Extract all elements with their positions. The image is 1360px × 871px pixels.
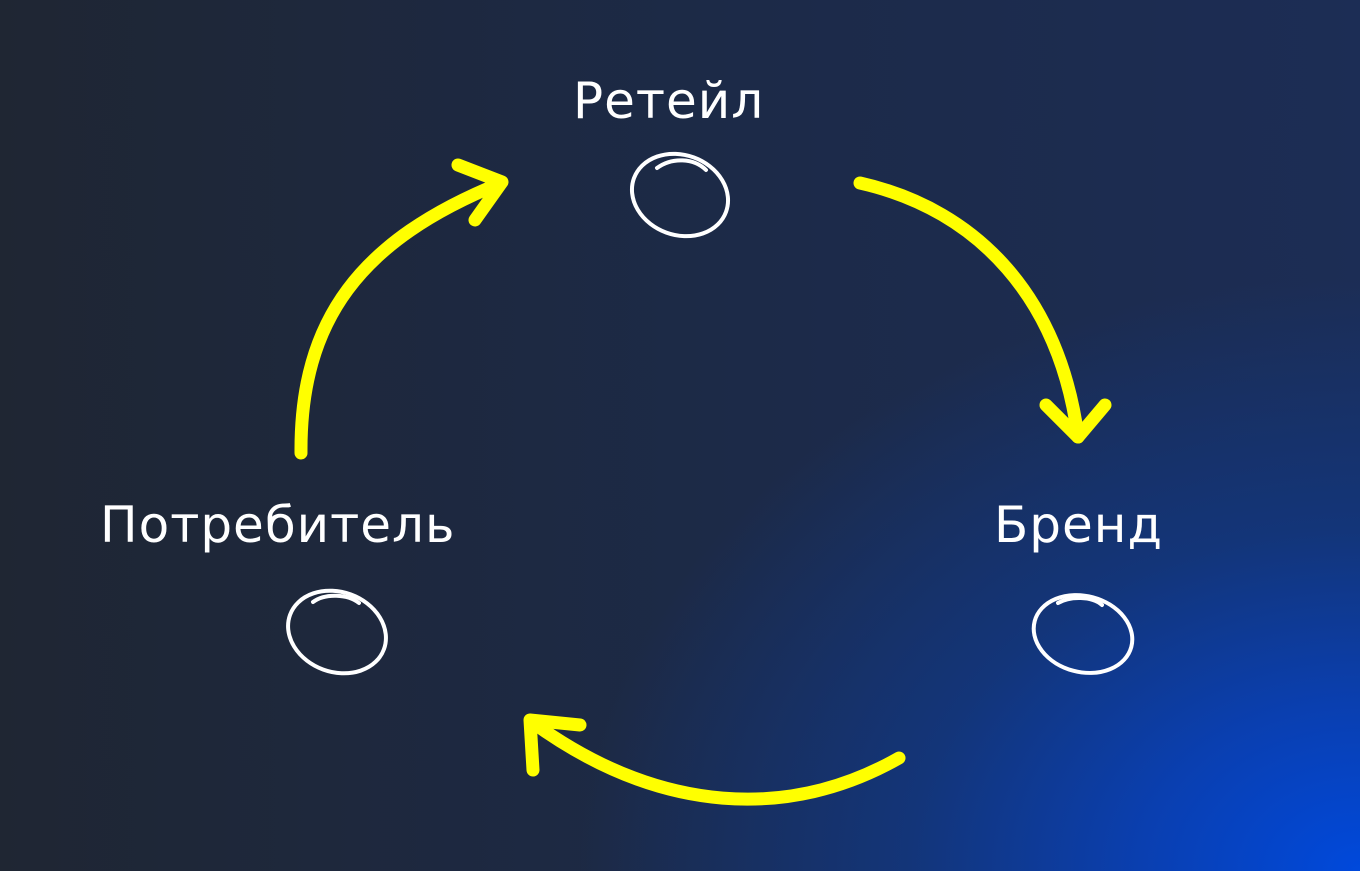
arrow-consumer-to-retail bbox=[294, 158, 509, 460]
node-label-consumer: Потребитель bbox=[100, 496, 456, 554]
node-circle-retail bbox=[629, 151, 731, 239]
node-label-brand: Бренд bbox=[994, 496, 1164, 554]
arrow-brand-to-consumer bbox=[523, 713, 906, 806]
node-circle-brand bbox=[1031, 593, 1135, 675]
node-label-retail: Ретейл bbox=[573, 72, 765, 130]
arrow-retail-to-brand bbox=[853, 176, 1112, 444]
node-circle-consumer bbox=[286, 588, 388, 676]
